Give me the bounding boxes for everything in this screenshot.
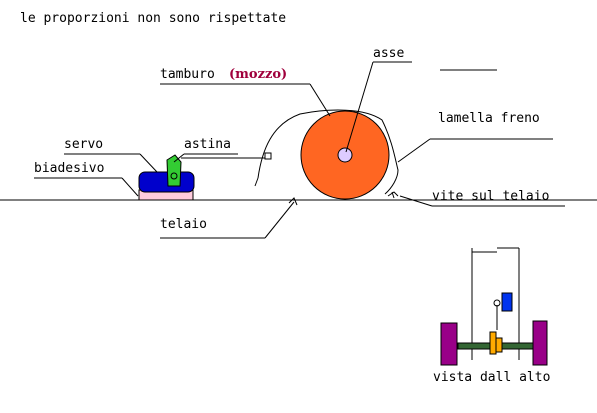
top-view-wheel-left <box>440 322 458 366</box>
label-asse: asse <box>373 46 404 61</box>
label-lamella: lamella freno <box>438 111 540 126</box>
brake-band-end <box>254 177 259 187</box>
lamella-leader <box>397 138 431 163</box>
servo-leader <box>139 153 158 173</box>
label-biadesivo: biadesivo <box>34 161 104 176</box>
servo-body <box>138 171 195 193</box>
label-astina: astina <box>184 137 231 152</box>
axle-hub <box>337 147 353 163</box>
rod-connector <box>264 152 272 160</box>
top-view <box>440 247 548 366</box>
telaio-arrow-icon <box>288 197 298 206</box>
vite-leader <box>399 195 433 207</box>
biadesivo-leader <box>121 177 139 197</box>
astina-leader <box>173 153 185 163</box>
top-view-drum <box>495 337 503 353</box>
note-text: le proporzioni non sono rispettate <box>20 11 286 26</box>
asse-leader <box>345 61 374 153</box>
top-view-rod-joint <box>493 299 501 307</box>
label-telaio: telaio <box>160 217 207 232</box>
top-view-servo <box>501 292 513 312</box>
telaio-leader <box>264 201 295 239</box>
label-servo: servo <box>64 137 103 152</box>
label-tamburo: tamburo <box>160 67 215 82</box>
brake-band <box>257 109 399 195</box>
tamburo-leader <box>309 83 331 117</box>
screw-icon <box>387 191 399 199</box>
label-vista: vista dall alto <box>433 370 550 385</box>
servo-arm <box>166 154 182 187</box>
label-vite: vite sul telaio <box>432 189 549 204</box>
top-view-wheel-right <box>532 320 548 366</box>
label-mozzo: (mozzo) <box>229 67 287 82</box>
top-view-hub <box>489 331 497 355</box>
servo-horn-icon <box>170 172 178 180</box>
